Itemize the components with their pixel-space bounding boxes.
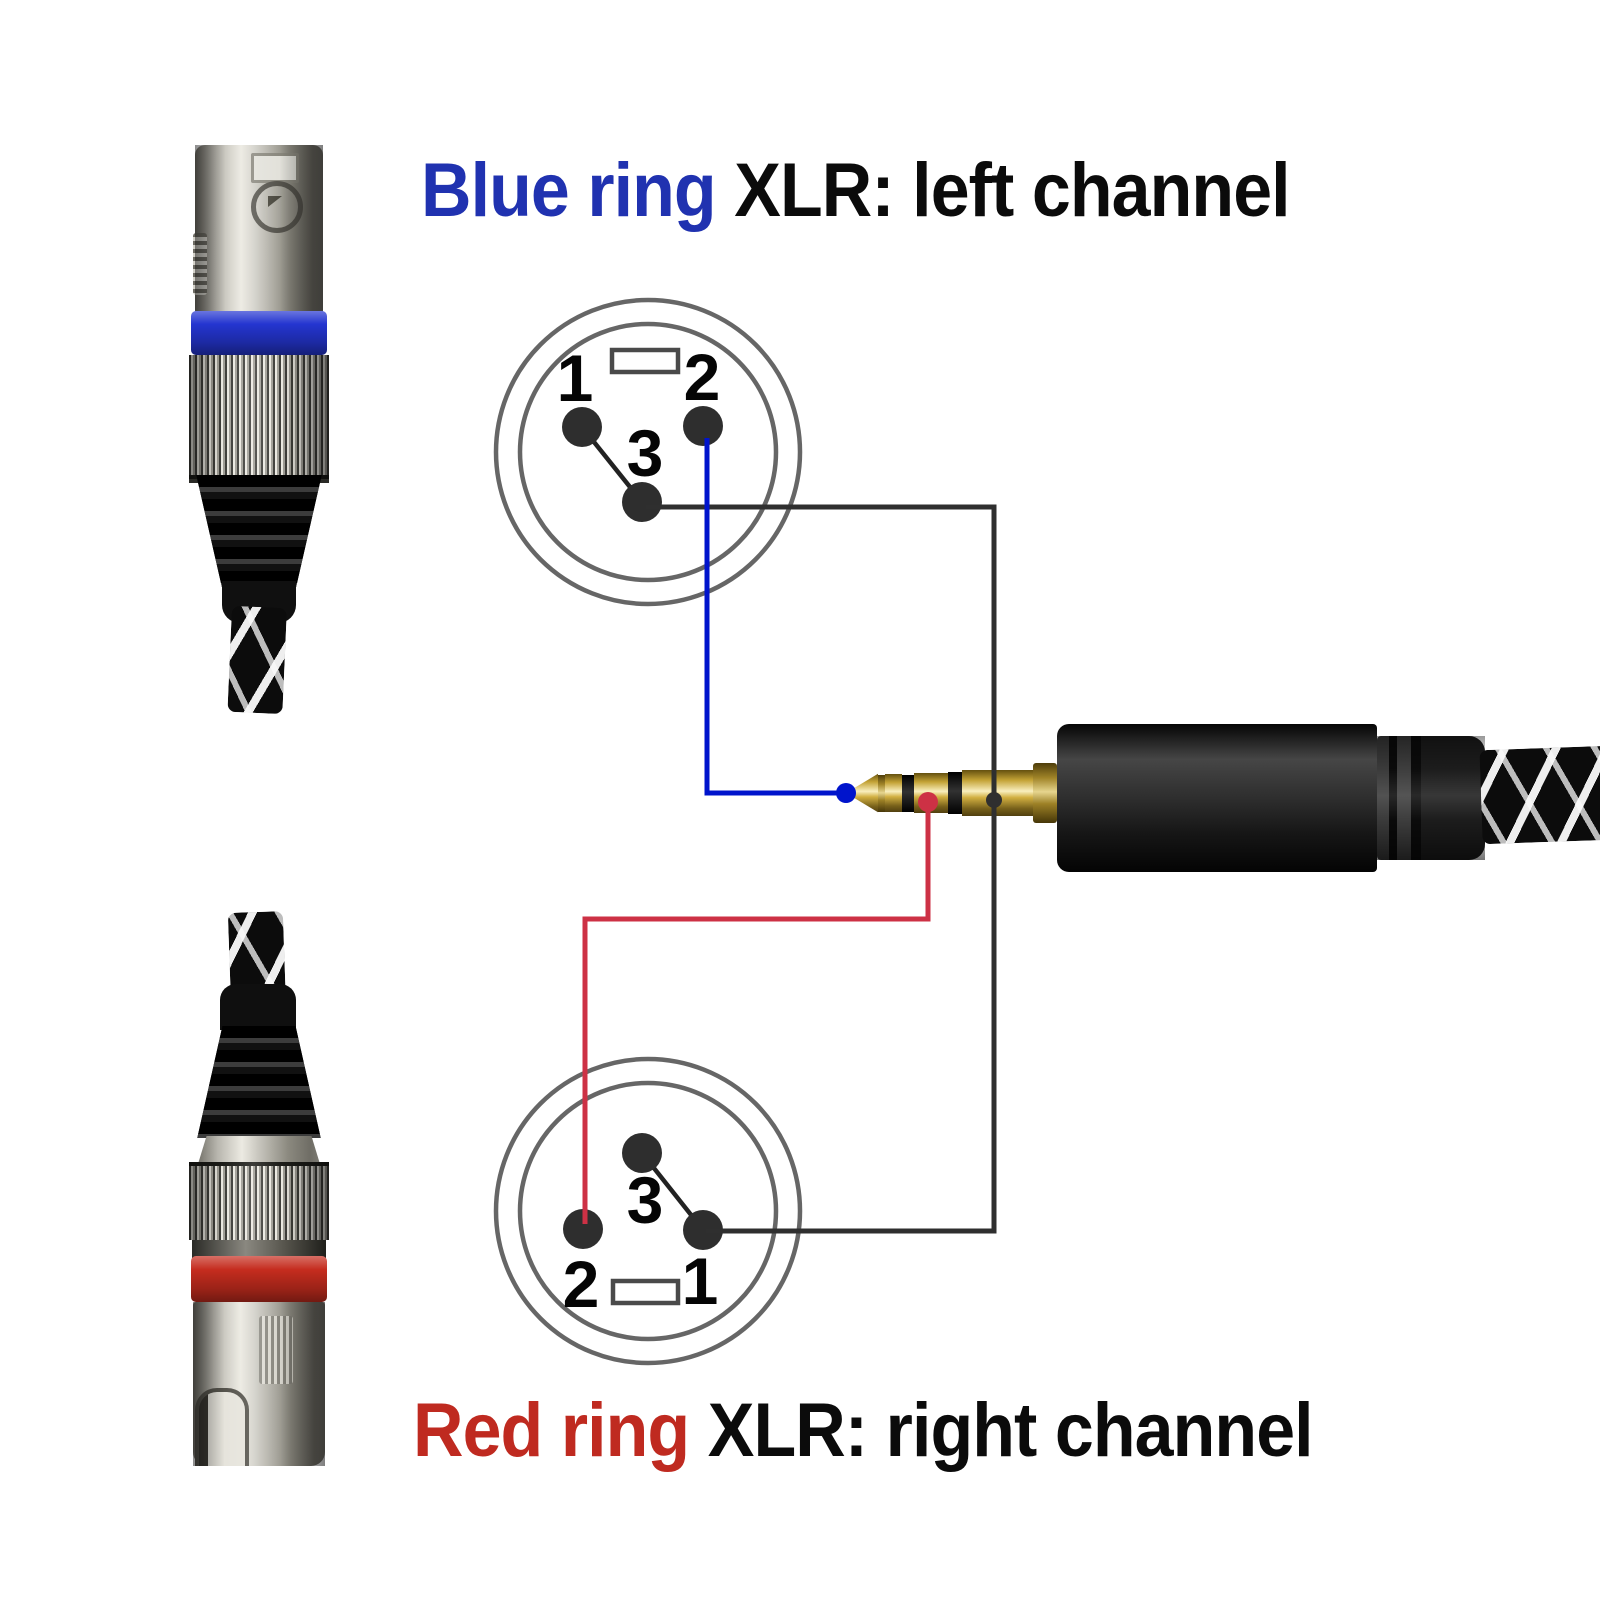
grip-ridges bbox=[259, 1316, 293, 1384]
caption-highlight: Red ring bbox=[413, 1388, 690, 1473]
pin-2-label: 2 bbox=[684, 340, 721, 414]
latch-slot bbox=[251, 153, 299, 183]
jack-collar bbox=[1033, 763, 1057, 823]
jack-tip-segment bbox=[885, 774, 902, 812]
xlr-metal-housing bbox=[193, 145, 323, 313]
latch-cutout bbox=[195, 1388, 249, 1466]
pin1-pin3-jumper bbox=[580, 425, 644, 504]
metal-taper bbox=[198, 1136, 320, 1164]
caption-rest: XLR: left channel bbox=[715, 148, 1290, 233]
insulator-band bbox=[948, 772, 962, 814]
pin-1-label: 1 bbox=[557, 341, 594, 415]
trs-jack-photo bbox=[845, 718, 1600, 882]
metal-gap bbox=[192, 1240, 326, 1258]
knurled-collar bbox=[189, 1162, 329, 1240]
caption-highlight: Blue ring bbox=[421, 148, 717, 233]
xlr-metal-housing bbox=[193, 1302, 325, 1466]
pin-3-dot bbox=[622, 1133, 662, 1173]
outer-circle bbox=[493, 297, 803, 607]
boot-tail bbox=[220, 984, 296, 1030]
jack-tip bbox=[846, 773, 878, 813]
blue-ring-band bbox=[191, 311, 327, 355]
inner-circle bbox=[517, 321, 779, 583]
caption-left-channel: Blue ring XLR: left channel bbox=[421, 152, 1291, 229]
latch-pointer-icon bbox=[268, 196, 282, 207]
knurled-collar bbox=[189, 355, 329, 479]
braided-cable bbox=[1479, 745, 1600, 845]
strain-relief bbox=[1377, 736, 1485, 860]
latch-hole-icon bbox=[251, 181, 303, 233]
pin-1-dot bbox=[683, 1210, 723, 1250]
xlr-connector-red-photo bbox=[189, 868, 329, 1468]
pin-1-label: 1 bbox=[682, 1244, 719, 1318]
inner-circle bbox=[517, 1080, 779, 1342]
jack-tip-groove bbox=[878, 775, 885, 812]
pin-2-dot bbox=[683, 406, 723, 446]
rubber-boot bbox=[197, 1026, 321, 1138]
grip-ridges bbox=[193, 233, 207, 295]
xlr-connector-blue-photo bbox=[189, 145, 329, 765]
jack-barrel bbox=[1057, 724, 1377, 872]
left-channel-wire bbox=[704, 438, 845, 796]
pin-3-dot bbox=[622, 482, 662, 522]
pin-3-label: 3 bbox=[627, 1163, 664, 1237]
keyway-notch bbox=[609, 347, 681, 375]
pin-3-label: 3 bbox=[627, 416, 664, 490]
pin-2-label: 2 bbox=[563, 1247, 600, 1321]
red-ring-band bbox=[191, 1256, 327, 1302]
pin-1-dot bbox=[562, 407, 602, 447]
caption-rest: XLR: right channel bbox=[689, 1388, 1314, 1473]
pinout-diagram-bottom: 3 2 1 bbox=[493, 1056, 803, 1366]
outer-circle bbox=[493, 1056, 803, 1366]
rubber-boot bbox=[196, 475, 322, 587]
jack-sleeve-segment bbox=[962, 770, 1033, 816]
pin-2-dot bbox=[563, 1209, 603, 1249]
caption-right-channel: Red ring XLR: right channel bbox=[413, 1392, 1314, 1469]
insulator-band bbox=[902, 775, 914, 812]
pin3-pin1-jumper bbox=[640, 1151, 705, 1232]
jack-ring-segment bbox=[914, 773, 948, 813]
braided-cable bbox=[227, 605, 287, 715]
keyway-notch bbox=[610, 1278, 681, 1306]
pinout-diagram-top: 1 2 3 bbox=[493, 297, 803, 607]
